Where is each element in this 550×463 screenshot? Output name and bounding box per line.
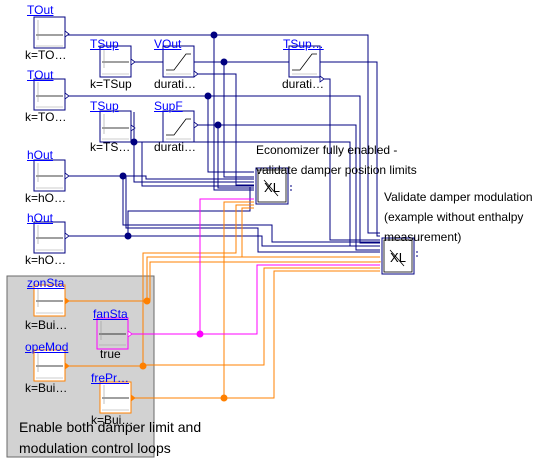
label-tout-1-name: TOut xyxy=(27,3,54,17)
label-frepr-name: frePr… xyxy=(91,371,130,385)
block-tsup-ramp[interactable] xyxy=(288,45,325,83)
label-frepr-param: k=Bui… xyxy=(91,413,134,427)
svg-text:XL: XL xyxy=(264,180,280,195)
label-hout-1-name: hOut xyxy=(27,148,54,162)
label-tout-1-param: k=TO… xyxy=(25,48,67,62)
svg-text:XL: XL xyxy=(390,250,406,265)
label-vout-param: durati… xyxy=(154,77,197,91)
label-fansta-param: true xyxy=(100,347,121,361)
block-frepr[interactable] xyxy=(99,381,136,414)
label-tsup-2-name: TSup xyxy=(90,99,119,113)
label-hout-1-param: k=hO… xyxy=(25,191,67,205)
label-tsup-1-name: TSup xyxy=(90,37,119,51)
label-supf-param: durati… xyxy=(154,140,197,154)
label-tsup-2-param: k=TS… xyxy=(90,140,131,154)
label-vout-name: VOut xyxy=(154,37,182,51)
label-supf-name: SupF xyxy=(154,99,183,113)
annotation-modulation: Validate damper modulation (example with… xyxy=(384,190,533,244)
block-tsup-2[interactable] xyxy=(99,110,136,143)
block-zonsta[interactable] xyxy=(33,284,70,317)
controller-damper-modulation[interactable]: XL xyxy=(381,237,418,275)
block-hout-1[interactable] xyxy=(33,159,70,192)
annotation-economizer: Economizer fully enabled - validate damp… xyxy=(256,143,417,177)
controller-damper-limits[interactable]: XL xyxy=(255,167,292,205)
boolean-signal-wires xyxy=(130,198,380,335)
block-opemod[interactable] xyxy=(33,349,70,382)
label-tsup-1-param: k=TSup xyxy=(90,77,132,91)
wire-junctions xyxy=(119,31,228,402)
block-hout-2[interactable] xyxy=(33,221,70,254)
label-zonsta-name: zonSta xyxy=(27,276,65,290)
label-tsup-3-name: TSup… xyxy=(283,37,324,51)
block-supf-ramp[interactable] xyxy=(162,110,199,143)
label-opemod-param: k=Bui… xyxy=(25,381,68,395)
block-tout-1[interactable] xyxy=(33,16,70,49)
label-opemod-name: opeMod xyxy=(25,340,69,354)
label-zonsta-param: k=Bui… xyxy=(25,318,68,332)
block-tsup-1[interactable] xyxy=(99,45,136,78)
label-hout-2-name: hOut xyxy=(27,211,54,225)
label-tout-2-name: TOut xyxy=(27,68,54,82)
block-fansta[interactable] xyxy=(96,317,133,350)
block-vout-ramp[interactable] xyxy=(162,45,199,78)
block-tout-2[interactable] xyxy=(33,78,70,111)
annotation-enable-group: Enable both damper limit and modulation … xyxy=(19,419,202,456)
label-hout-2-param: k=hO… xyxy=(25,253,67,267)
label-tout-2-param: k=TO… xyxy=(25,110,67,124)
label-fansta-name: fanSta xyxy=(93,307,128,321)
label-tsup-3-param: durati… xyxy=(282,77,325,91)
